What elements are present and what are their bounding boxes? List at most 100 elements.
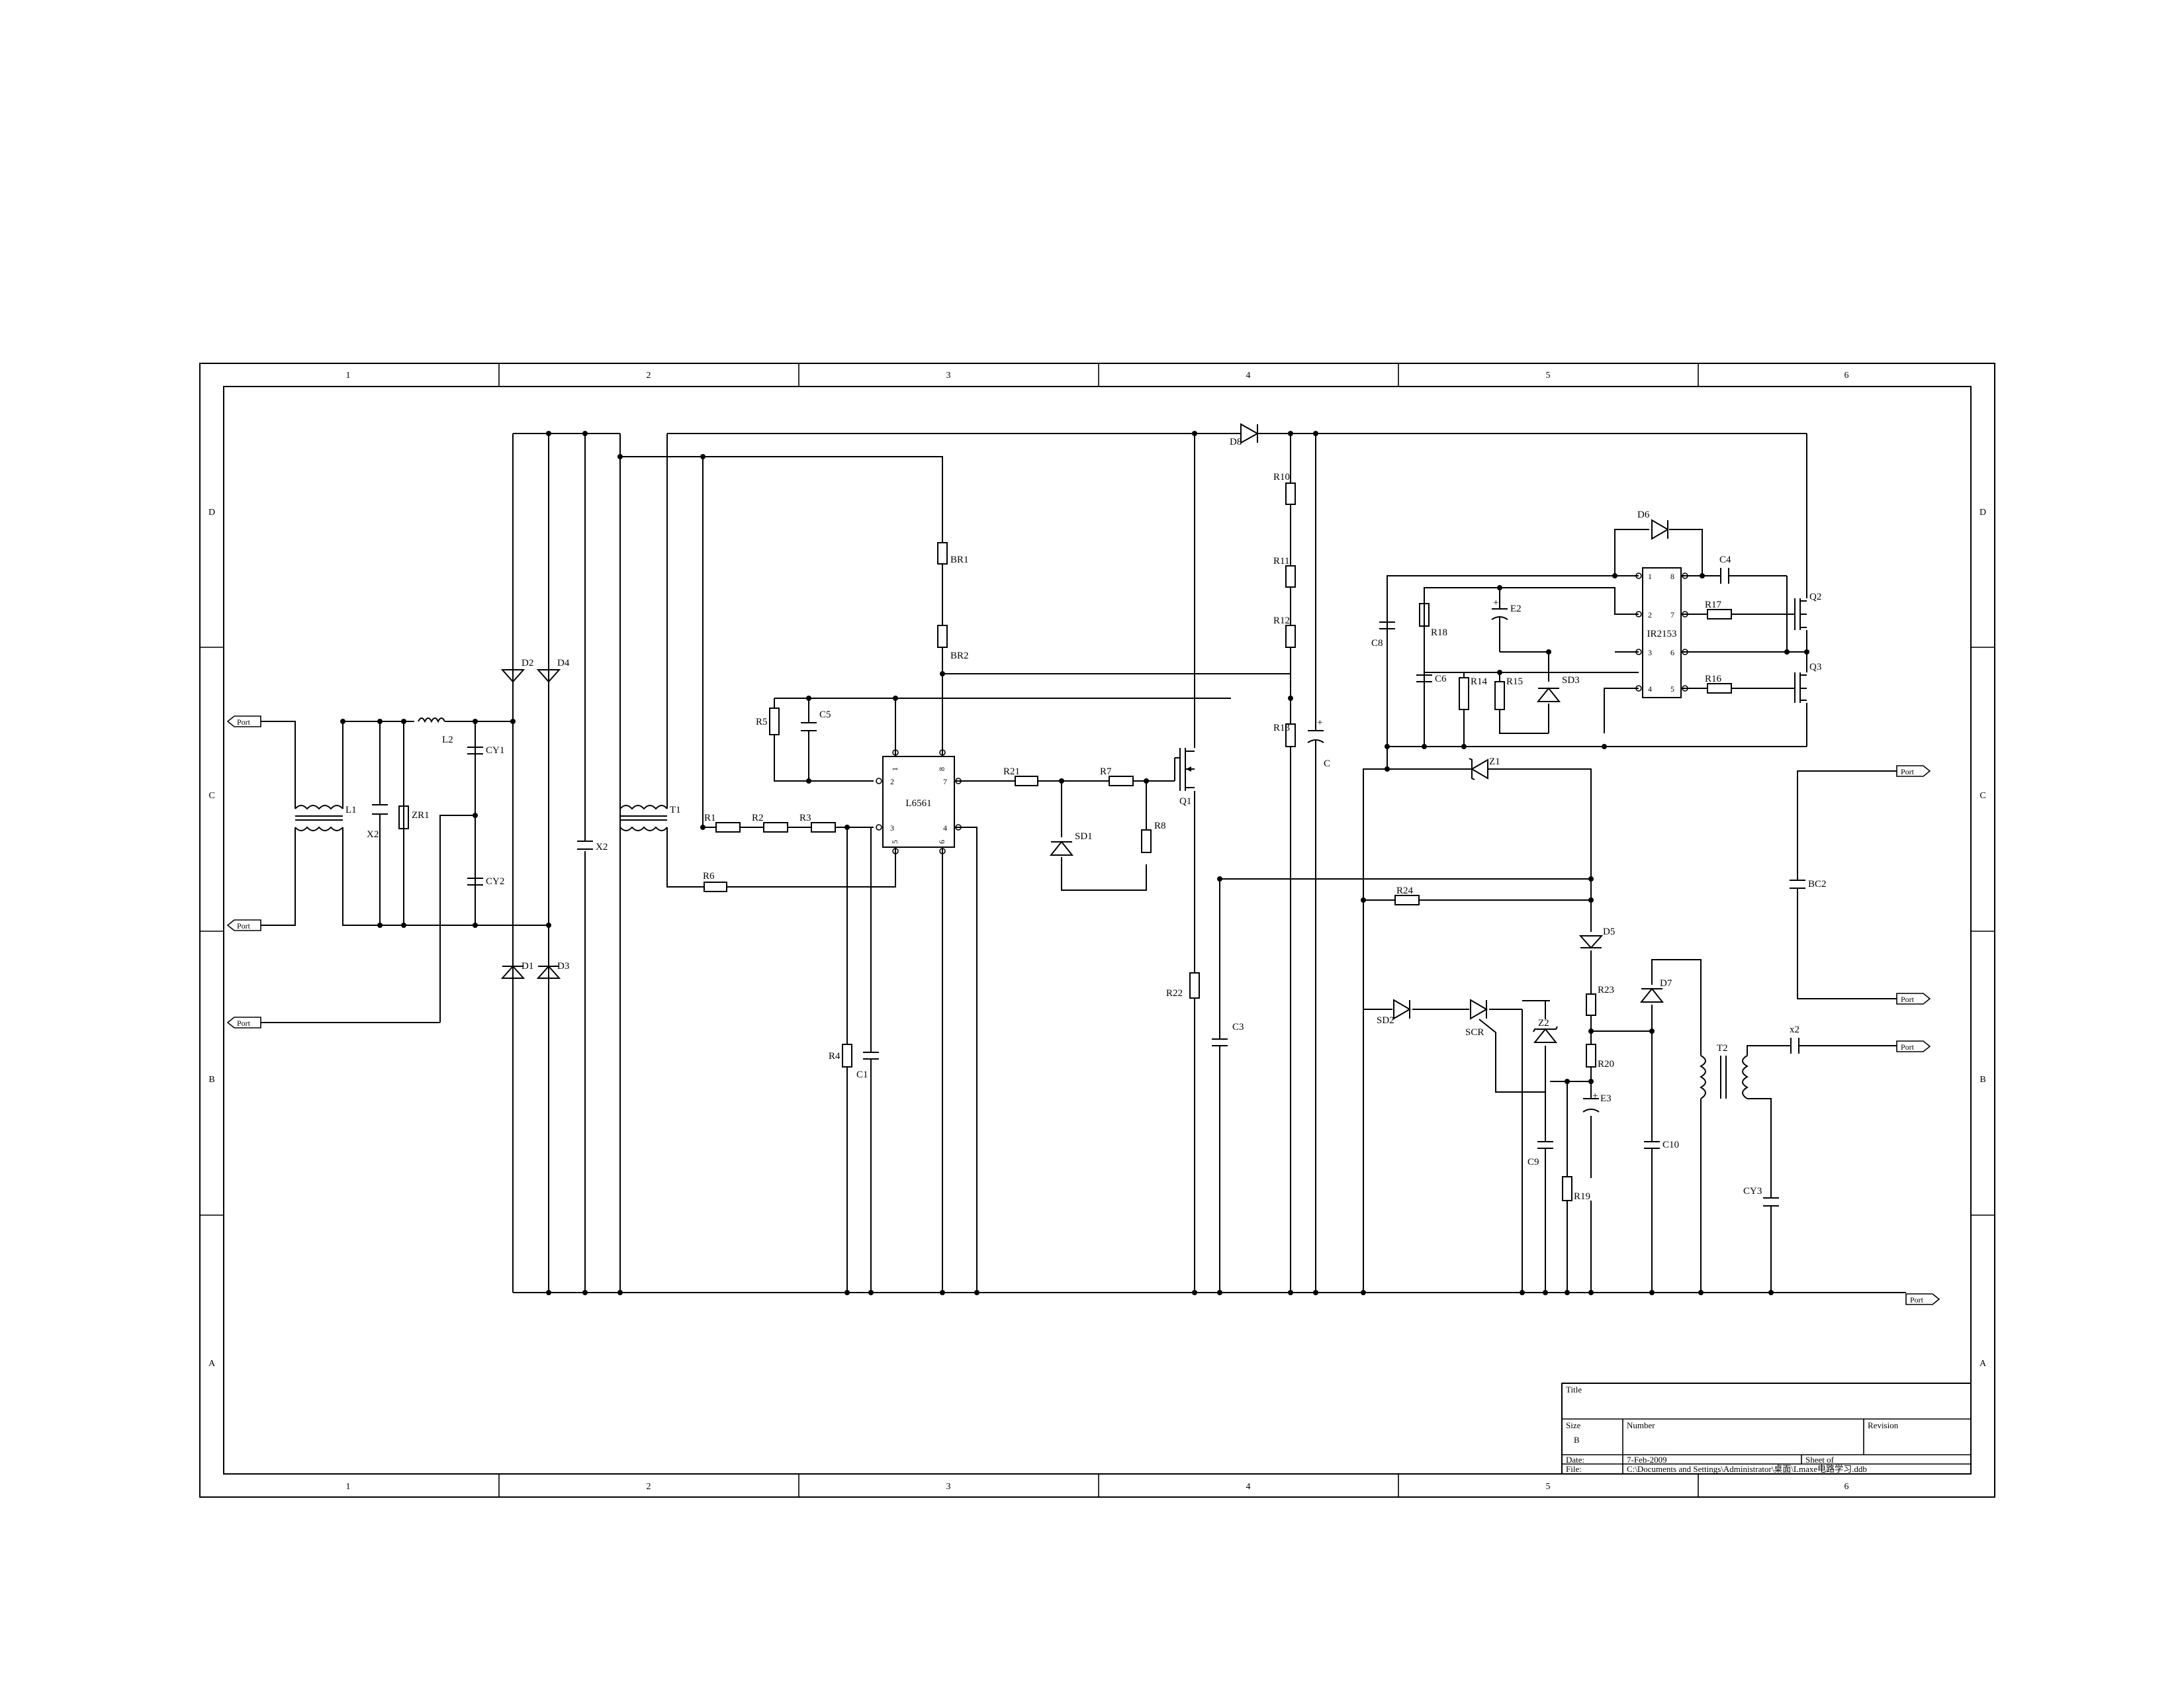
resistor-r15[interactable]: R15 [1494, 676, 1523, 710]
capacitor-e3[interactable]: + E3 [1582, 1091, 1612, 1113]
resistor-r13[interactable]: R13 [1273, 723, 1296, 747]
ic-ir2153[interactable]: IR2153 1 2 3 4 8 7 6 5 [1635, 567, 1688, 698]
port-output-3[interactable]: Port [1896, 1040, 1931, 1052]
zener-z1[interactable]: Z1 [1469, 756, 1500, 780]
resistor-r12[interactable]: R12 [1273, 616, 1296, 648]
svg-text:ZR1: ZR1 [412, 810, 430, 821]
capacitor-c-bulk[interactable]: + C [1307, 717, 1330, 769]
diode-d1[interactable]: D1 [500, 961, 533, 979]
svg-text:Q2: Q2 [1809, 592, 1821, 602]
inductor-t1[interactable]: T1 [619, 805, 681, 831]
resistor-r4[interactable]: R4 [829, 1044, 852, 1068]
capacitor-x2-rail[interactable]: X2 [576, 841, 608, 852]
diode-d4[interactable]: D4 [536, 658, 570, 683]
port-output-1[interactable]: Port [1896, 765, 1931, 777]
diode-sd3[interactable]: SD3 [1536, 675, 1580, 702]
resistor-r7[interactable]: R7 [1100, 766, 1134, 786]
capacitor-e2[interactable]: + E2 [1491, 598, 1522, 620]
capacitor-x2-input[interactable]: X2 [367, 804, 388, 840]
svg-text:D2: D2 [522, 658, 533, 668]
svg-text:T2: T2 [1717, 1043, 1728, 1054]
port-input-3[interactable]: Port [226, 1017, 261, 1028]
diode-sd2[interactable]: SD2 [1377, 999, 1411, 1026]
diode-d5[interactable]: D5 [1578, 927, 1615, 949]
resistor-r6[interactable]: R6 [703, 871, 727, 892]
resistor-r5[interactable]: R5 [756, 708, 780, 735]
svg-text:+: + [1592, 1091, 1598, 1101]
transformer-t2[interactable]: T2 [1699, 1043, 1749, 1099]
capacitor-cy3[interactable]: CY3 [1743, 1186, 1779, 1207]
svg-text:C4: C4 [1719, 555, 1731, 565]
diode-d6[interactable]: D6 [1637, 510, 1669, 540]
revision-label: Revision [1868, 1420, 1899, 1430]
resistor-r18[interactable]: R18 [1419, 603, 1447, 672]
resistor-r8[interactable]: R8 [1141, 821, 1166, 853]
capacitor-cy1[interactable]: CY1 [467, 745, 504, 756]
resistor-r2[interactable]: R2 [752, 813, 788, 833]
diode-sd1[interactable]: SD1 [1049, 831, 1093, 856]
mosfet-q2[interactable]: Q2 [1782, 592, 1821, 630]
capacitor-c5[interactable]: C5 [801, 709, 831, 731]
zone-right-d: D [1979, 508, 1986, 518]
resistor-r23[interactable]: R23 [1586, 985, 1614, 1016]
svg-text:X2: X2 [367, 829, 379, 840]
resistor-br2[interactable]: BR2 [937, 625, 969, 661]
port-input-2[interactable]: Port [226, 919, 261, 931]
resistor-r16[interactable]: R16 [1705, 674, 1732, 694]
resistor-r22[interactable]: R22 [1166, 972, 1200, 999]
port-input-1[interactable]: Port [226, 715, 261, 727]
thyristor-scr[interactable]: SCR [1465, 999, 1488, 1038]
resistor-r3[interactable]: R3 [799, 813, 836, 833]
capacitor-c6[interactable]: C6 [1416, 674, 1447, 684]
inductor-l1[interactable]: L1 [295, 805, 357, 831]
capacitor-c1[interactable]: C1 [856, 1052, 879, 1080]
ic-l6561[interactable]: L6561 1 2 3 4 5 6 7 8 [876, 749, 962, 854]
resistor-r10[interactable]: R10 [1273, 472, 1296, 505]
mosfet-q3[interactable]: Q3 [1782, 662, 1821, 703]
capacitor-c9[interactable]: C9 [1527, 1141, 1553, 1167]
port-output-2[interactable]: Port [1896, 993, 1931, 1005]
capacitor-c10[interactable]: C10 [1644, 1140, 1679, 1150]
diode-d7[interactable]: D7 [1639, 978, 1672, 1003]
svg-text:R10: R10 [1273, 472, 1290, 482]
inductor-l2[interactable]: L2 [414, 717, 453, 745]
svg-text:T1: T1 [670, 805, 681, 815]
zone-bottom-1: 1 [346, 1482, 351, 1492]
diode-d2[interactable]: D2 [500, 658, 533, 683]
svg-text:R4: R4 [829, 1051, 841, 1062]
port-ground[interactable]: Port [1905, 1293, 1940, 1305]
mosfet-q1[interactable]: Q1 [1175, 748, 1195, 807]
capacitor-x2-output[interactable]: x2 [1790, 1025, 1799, 1054]
svg-text:SD1: SD1 [1075, 831, 1093, 842]
resistor-r1[interactable]: R1 [704, 813, 741, 833]
diode-d3[interactable]: D3 [536, 961, 569, 979]
resistor-r19[interactable]: R19 [1562, 1176, 1590, 1202]
resistor-r17[interactable]: R17 [1705, 600, 1732, 619]
resistor-r21[interactable]: R21 [1003, 766, 1038, 786]
svg-text:5: 5 [1670, 684, 1674, 694]
svg-text:x2: x2 [1790, 1025, 1799, 1035]
svg-text:CY3: CY3 [1743, 1186, 1762, 1197]
svg-text:R7: R7 [1100, 766, 1112, 777]
capacitor-c8[interactable]: C8 [1371, 621, 1395, 649]
resistor-r20[interactable]: R20 [1586, 1044, 1614, 1070]
varistor-zr1[interactable]: ZR1 [398, 805, 430, 829]
resistor-r14[interactable]: R14 [1459, 676, 1488, 710]
svg-text:L6561: L6561 [905, 798, 931, 809]
capacitor-c3[interactable]: C3 [1212, 1022, 1244, 1046]
svg-text:C8: C8 [1371, 638, 1383, 649]
resistor-br1[interactable]: BR1 [937, 542, 969, 565]
zone-top-5: 5 [1546, 371, 1551, 381]
svg-text:Port: Port [1901, 1042, 1915, 1052]
diode-d8[interactable]: D8 [1230, 423, 1259, 447]
resistor-r11[interactable]: R11 [1273, 556, 1296, 588]
svg-text:R13: R13 [1273, 723, 1290, 733]
svg-text:R19: R19 [1574, 1191, 1590, 1202]
zone-left-b: B [208, 1075, 214, 1085]
size-value: B [1574, 1435, 1580, 1445]
capacitor-bc2[interactable]: BC2 [1790, 879, 1827, 890]
capacitor-c4[interactable]: C4 [1719, 555, 1731, 584]
resistor-r24[interactable]: R24 [1394, 886, 1420, 905]
zener-z2[interactable]: Z2 [1533, 1018, 1558, 1043]
capacitor-cy2[interactable]: CY2 [467, 876, 504, 887]
